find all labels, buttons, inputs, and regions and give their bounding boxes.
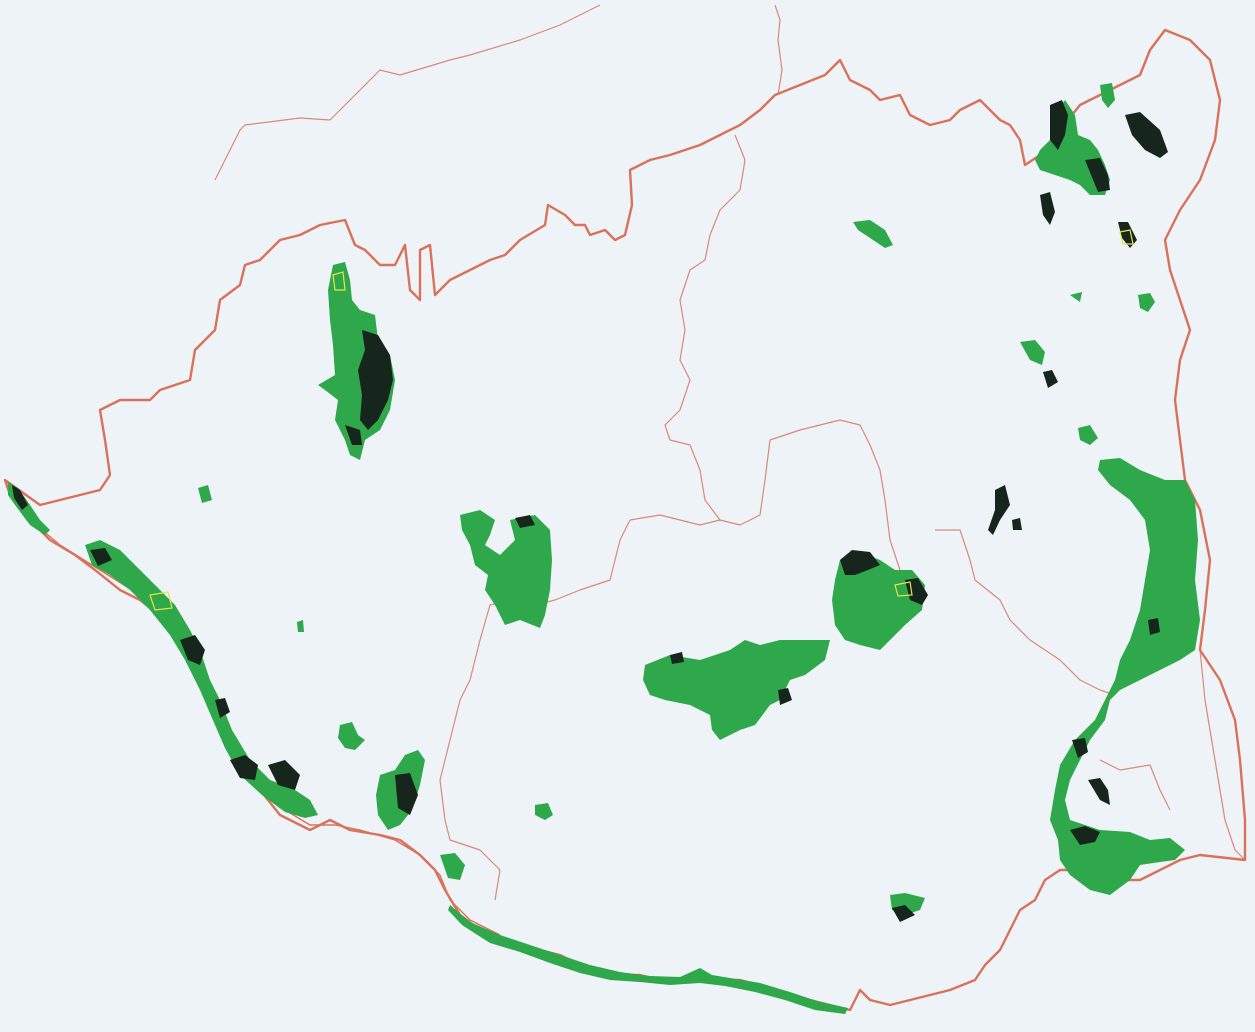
forest-patch (460, 510, 552, 628)
dense-patch (395, 773, 418, 815)
dense-patch (1085, 158, 1110, 192)
forest-patch (85, 540, 318, 818)
dense-patch (840, 550, 880, 575)
forest-cover-layer (8, 83, 1200, 1014)
dense-cover-layer (12, 100, 1168, 922)
dense-patch (1070, 826, 1100, 845)
forest-patch (448, 905, 848, 1014)
dense-patch (1088, 778, 1110, 805)
highlight-outline (1119, 229, 1134, 245)
forest-patch (853, 220, 893, 248)
forest-patch (1100, 83, 1115, 108)
forest-patch (1070, 292, 1082, 302)
highlight-layer (149, 229, 1134, 611)
district-boundary-central-east (935, 529, 1116, 696)
district-boundary-north (214, 4, 601, 181)
dense-patch (1072, 738, 1088, 758)
highlight-outline (149, 591, 173, 611)
forest-patch (440, 853, 465, 880)
forest-patch (297, 620, 304, 632)
dense-patch (230, 755, 258, 780)
dense-patch (12, 485, 28, 510)
forest-patch (1020, 340, 1045, 365)
district-boundary-southeast (1199, 649, 1246, 861)
dense-patch (988, 485, 1010, 535)
dense-patch (1040, 192, 1055, 225)
dense-patch (892, 905, 915, 922)
forest-patch (1078, 425, 1098, 445)
highlight-outline (332, 271, 346, 291)
forest-patch (1050, 458, 1200, 895)
forest-patch (198, 485, 212, 503)
dense-patch (358, 330, 393, 430)
dense-patch (515, 515, 535, 528)
district-boundary-central-north (664, 134, 901, 571)
dense-patch (180, 635, 205, 665)
dense-patch (1050, 100, 1068, 150)
district-boundary-southeast-inner (1099, 759, 1171, 811)
district-boundary-north-center (774, 4, 783, 96)
dense-patch (1125, 112, 1168, 158)
forest-patch (338, 722, 365, 750)
forest-patch (832, 552, 925, 650)
dense-patch (670, 652, 684, 664)
dense-patch (215, 698, 230, 718)
dense-patch (90, 548, 112, 566)
district-boundaries-layer (214, 4, 1246, 901)
dense-patch (778, 688, 792, 705)
dense-patch (1148, 618, 1160, 635)
dense-patch (268, 760, 300, 790)
forest-patch (1138, 293, 1155, 312)
dense-patch (1043, 370, 1058, 388)
dense-patch (345, 425, 362, 445)
forest-patch (535, 803, 553, 820)
district-boundary-central-west (439, 514, 721, 901)
dense-patch (1012, 518, 1022, 530)
forest-patch (643, 640, 830, 740)
highlight-outline (894, 581, 913, 597)
